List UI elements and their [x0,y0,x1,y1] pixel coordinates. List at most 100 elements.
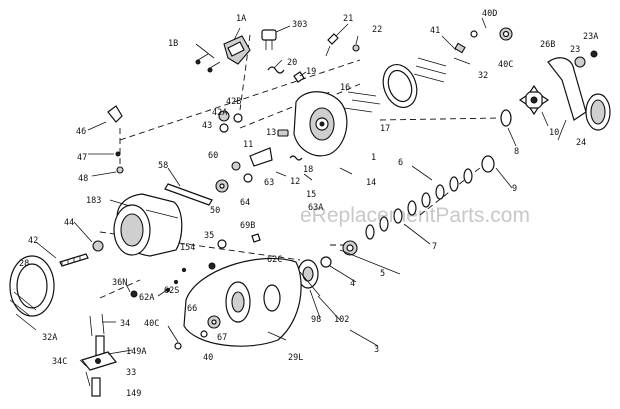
part-4-washer[interactable] [320,256,332,268]
label-66[interactable]: 66 [187,304,197,314]
label-58[interactable]: 58 [158,161,168,171]
label-23[interactable]: 23 [570,45,580,55]
label-22[interactable]: 22 [372,25,382,35]
label-35[interactable]: 35 [204,231,214,241]
label-1a[interactable]: 1A [236,14,246,24]
label-8[interactable]: 8 [514,147,519,157]
part-22-bushing[interactable] [352,44,360,52]
label-10[interactable]: 10 [549,128,559,138]
label-102[interactable]: 102 [334,315,349,325]
label-19[interactable]: 19 [306,67,316,77]
part-44-bearing[interactable] [92,240,104,252]
label-154[interactable]: 154 [180,243,195,253]
part-102-shaft[interactable] [299,271,321,297]
part-47-screw[interactable] [115,151,121,157]
label-63a[interactable]: 63A [308,203,323,213]
label-7[interactable]: 7 [432,242,437,252]
label-26b[interactable]: 26B [540,40,555,50]
label-42[interactable]: 42 [28,236,38,246]
label-303[interactable]: 303 [292,20,307,30]
part-34-pins[interactable] [89,313,105,337]
label-47[interactable]: 47 [77,153,87,163]
label-40[interactable]: 40 [203,353,213,363]
label-6[interactable]: 6 [398,158,403,168]
label-3[interactable]: 3 [374,345,379,355]
label-40c-bot[interactable]: 40C [144,319,159,329]
label-33[interactable]: 33 [126,368,136,378]
part-28-left-plate[interactable] [9,255,55,317]
part-60-gear[interactable] [231,161,241,171]
label-149[interactable]: 149 [126,389,141,399]
part-13-pawl[interactable] [277,129,289,137]
part-1b-screws[interactable] [195,53,221,73]
part-42b-bushing[interactable] [233,113,243,123]
part-23-nut[interactable] [574,56,586,68]
label-69b[interactable]: 69B [240,221,255,231]
part-149-bolt[interactable] [91,377,101,397]
part-58-rod[interactable] [164,183,213,206]
part-63-gear[interactable] [243,173,253,183]
part-21-lever[interactable] [325,33,339,57]
part-32a-screws[interactable] [9,291,37,331]
label-4[interactable]: 4 [350,279,355,289]
part-11-lever[interactable] [249,147,273,167]
label-62s[interactable]: 62S [164,286,179,296]
label-9[interactable]: 9 [512,184,517,194]
part-1a-housing[interactable] [223,35,251,65]
label-63[interactable]: 63 [264,178,274,188]
label-18[interactable]: 18 [303,165,313,175]
label-62c[interactable]: 62C [267,255,282,265]
label-1[interactable]: 1 [371,153,376,163]
label-64[interactable]: 64 [240,198,250,208]
label-36n[interactable]: 36N [112,278,127,288]
label-41[interactable]: 41 [430,26,440,36]
part-36n-screw[interactable] [130,290,138,298]
part-16-posts[interactable] [343,91,381,113]
part-303-clicker[interactable] [261,29,277,50]
label-183[interactable]: 183 [86,196,101,206]
part-19-clip[interactable] [293,71,305,83]
label-15[interactable]: 15 [306,190,316,200]
part-42-spindle[interactable] [59,253,89,267]
part-41-pin[interactable] [441,35,466,54]
label-5[interactable]: 5 [380,269,385,279]
label-1b[interactable]: 1B [168,39,178,49]
part-40d-washer[interactable] [470,30,478,38]
part-5-gear[interactable] [342,240,358,256]
label-17[interactable]: 17 [380,124,390,134]
label-42a[interactable]: 42A [212,108,227,118]
part-24-handle[interactable] [547,57,611,131]
label-12[interactable]: 12 [290,177,300,187]
label-24[interactable]: 24 [576,138,586,148]
part-12-pin[interactable] [275,171,287,177]
part-64-gear[interactable] [215,179,229,193]
part-34c-screw[interactable] [85,371,91,387]
part-10-star-drag[interactable] [518,84,550,116]
part-67-ring[interactable] [200,330,208,338]
part-9-bushing[interactable] [481,155,495,173]
part-66-bearing[interactable] [207,315,221,329]
label-21[interactable]: 21 [343,14,353,24]
label-149a[interactable]: 149A [126,347,146,357]
label-16[interactable]: 16 [340,83,350,93]
part-183-frame[interactable] [113,193,183,257]
label-34[interactable]: 34 [120,319,130,329]
part-33-clamp[interactable] [80,351,118,371]
part-69b-clip[interactable] [251,233,261,243]
part-42a-bearing[interactable] [218,110,230,122]
label-34c[interactable]: 34C [52,357,67,367]
label-20[interactable]: 20 [287,58,297,68]
part-15-pin[interactable] [303,173,313,181]
label-44[interactable]: 44 [64,218,74,228]
part-8-washer[interactable] [500,109,512,127]
label-40c-top[interactable]: 40C [498,60,513,70]
label-98[interactable]: 98 [311,315,321,325]
label-32[interactable]: 32 [478,71,488,81]
label-46[interactable]: 46 [76,127,86,137]
part-32-screws[interactable] [413,57,447,83]
part-98-main-gear[interactable] [297,259,319,289]
part-23a-screw[interactable] [590,50,598,58]
label-11[interactable]: 11 [243,140,253,150]
part-154-screw[interactable] [208,262,216,270]
part-35-knob[interactable] [217,239,227,249]
